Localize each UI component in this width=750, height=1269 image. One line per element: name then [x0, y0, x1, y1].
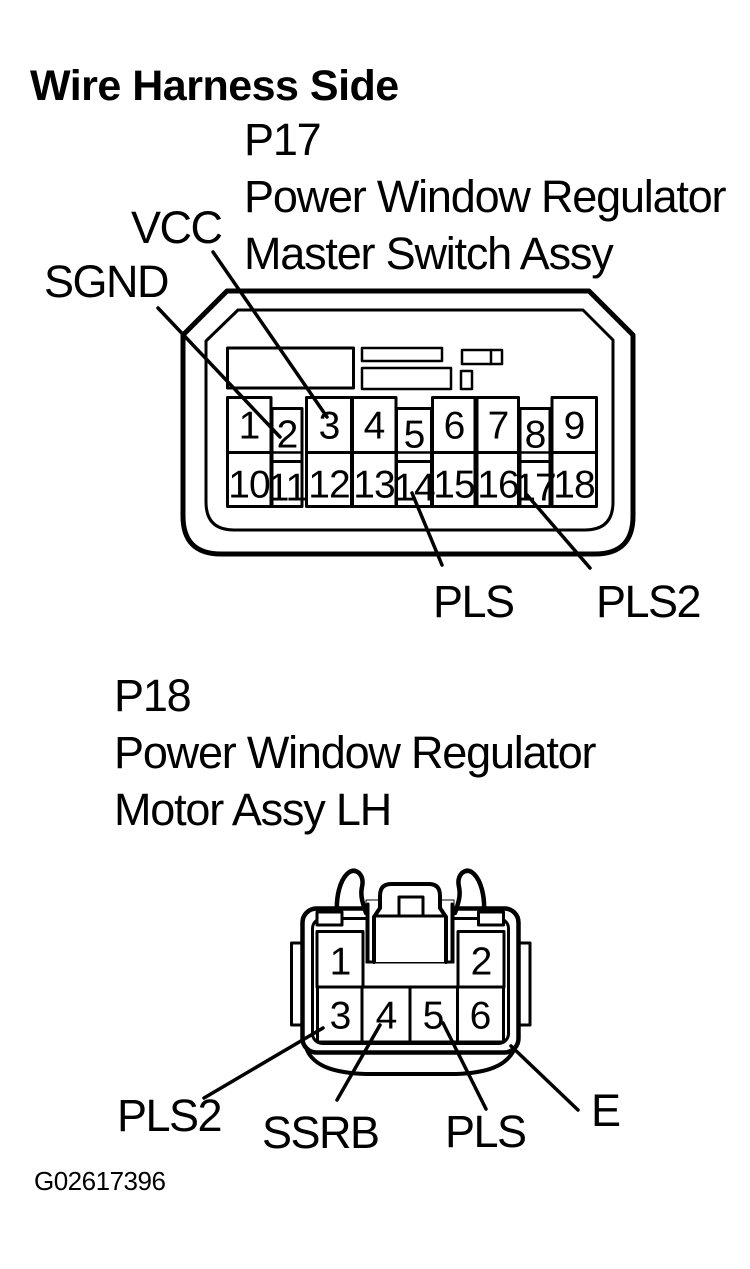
- p18-signal-label-ssrb: SSRB: [262, 1107, 380, 1158]
- p17-connector-drawing: [156, 250, 636, 570]
- page-title: Wire Harness Side: [30, 62, 399, 110]
- p17-keyway-square: [459, 369, 474, 391]
- p18-pin-1: 1: [329, 940, 352, 984]
- p18-latch-left: [334, 868, 369, 916]
- p17-pin-8: 8: [524, 413, 547, 457]
- p17-signal-label-pls: PLS: [433, 576, 515, 627]
- p17-pin-16: 16: [477, 463, 519, 507]
- p17-keyway-slot-right: [460, 348, 504, 366]
- p18-lock-tab: [397, 895, 425, 918]
- p18-name-line1: Power Window Regulator: [114, 727, 597, 778]
- p17-pin-11: 11: [267, 466, 307, 510]
- p17-keyway-large: [226, 346, 355, 390]
- p18-signal-label-pls: PLS: [445, 1106, 527, 1157]
- p17-pin-7: 7: [487, 404, 510, 448]
- p17-outer-outline: [180, 288, 636, 557]
- p17-pin-1: 1: [238, 404, 261, 448]
- p17-name-line1: Power Window Regulator: [244, 171, 727, 222]
- p17-name-line2: Master Switch Assy: [244, 228, 614, 279]
- p17-pin-6: 6: [443, 404, 466, 448]
- p18-latch-right: [452, 868, 487, 916]
- p17-pin-2: 2: [276, 413, 299, 457]
- p17-pin-4: 4: [363, 404, 386, 448]
- p17-signal-label-sgnd: SGND: [44, 256, 170, 307]
- p17-pin-17: 17: [514, 466, 556, 510]
- p17-pin-3: 3: [318, 404, 341, 448]
- p17-pin-14: 14: [393, 466, 435, 510]
- p18-signal-label-e: E: [591, 1085, 621, 1136]
- p17-heading: P17 Power Window Regulator Master Switch…: [244, 111, 727, 282]
- p18-lock-dome: [372, 882, 448, 964]
- p17-signal-label-vcc: VCC: [131, 202, 223, 253]
- p18-pin-2: 2: [470, 940, 493, 984]
- p17-pin-12: 12: [308, 463, 350, 507]
- p17-signal-label-pls2: PLS2: [596, 576, 702, 627]
- p18-pin-4: 4: [375, 994, 398, 1038]
- p17-pin-15: 15: [433, 463, 475, 507]
- p18-pin-cavities: [315, 930, 506, 1044]
- p18-name-line2: Motor Assy LH: [114, 784, 392, 835]
- p17-sgnd-leader-line: [156, 306, 282, 439]
- p17-inner-outline: [204, 308, 615, 532]
- p18-pin-5: 5: [422, 994, 445, 1038]
- p18-pls2-leader-line: [202, 1026, 325, 1100]
- p18-notch-right: [477, 910, 505, 927]
- p17-pls-leader-line: [410, 491, 444, 567]
- p18-pin-3: 3: [329, 994, 352, 1038]
- p18-pls-leader-line: [441, 1021, 488, 1111]
- p18-housing-chin: [305, 1048, 516, 1076]
- p17-id: P17: [244, 114, 322, 165]
- p17-pin-9: 9: [563, 404, 586, 448]
- p17-pin-10: 10: [228, 463, 270, 507]
- p17-pin-5: 5: [403, 413, 426, 457]
- p18-id: P18: [114, 670, 192, 721]
- p18-e-leader-line: [509, 1044, 580, 1112]
- p17-keyway-slot-top: [360, 346, 444, 363]
- p17-vcc-leader-line: [211, 250, 329, 419]
- p17-pin-18: 18: [553, 463, 595, 507]
- p17-pin-13: 13: [353, 463, 395, 507]
- p18-ssrb-leader-line: [335, 1023, 382, 1102]
- p18-heading: P18 Power Window Regulator Motor Assy LH: [114, 667, 597, 838]
- p18-signal-label-pls2: PLS2: [117, 1090, 223, 1141]
- figure-id: G02617396: [34, 1166, 166, 1196]
- p18-pin-6: 6: [469, 994, 492, 1038]
- p17-pls2-leader-line: [525, 493, 592, 570]
- p18-connector-drawing: [202, 868, 580, 1112]
- p18-notch-left: [315, 910, 344, 927]
- p17-keyway-slot-mid: [360, 366, 453, 391]
- p17-pin-cavities: [226, 396, 598, 508]
